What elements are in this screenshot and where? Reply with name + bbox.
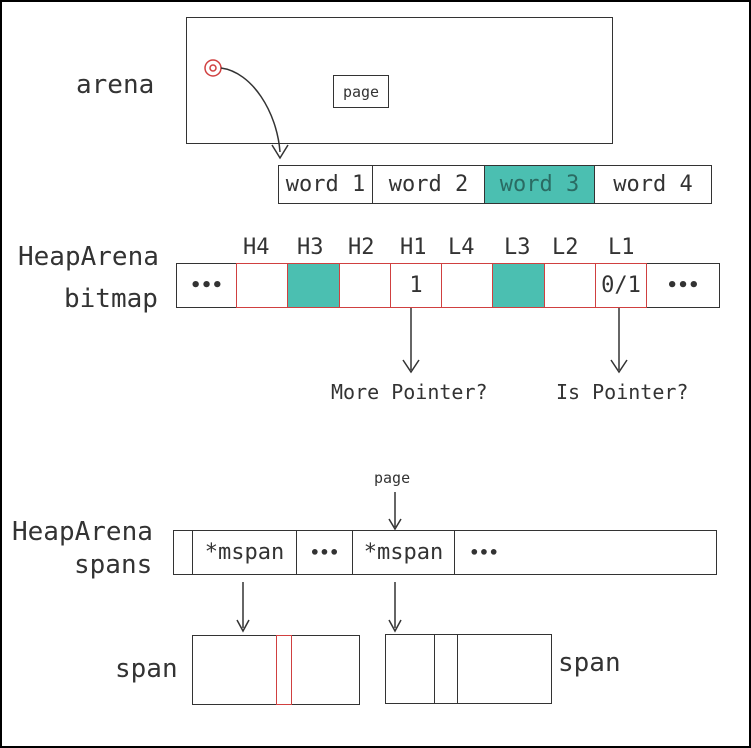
spans-label-line2: spans — [74, 550, 153, 580]
arena-page-box: page — [333, 75, 389, 108]
mspan-arrow-right-head — [388, 619, 402, 633]
bitmap-cell-l1: 0/1 — [595, 263, 647, 308]
target-marker-icon — [204, 59, 222, 77]
spans-ellipsis-2: ••• — [454, 530, 514, 575]
word-label: word 1 — [285, 172, 366, 197]
curved-arrow — [220, 67, 281, 153]
bitmap-header: H1 — [400, 235, 427, 260]
mspan-label: *mspan — [363, 540, 444, 565]
bitmap-header: L4 — [448, 235, 475, 260]
mspan-arrow-left-head — [236, 619, 250, 633]
span-label-right: span — [558, 648, 621, 678]
bitmap-header: H3 — [297, 235, 324, 260]
annotation-is-pointer: Is Pointer? — [556, 380, 689, 404]
arena-label: arena — [76, 70, 155, 100]
word-label: word 2 — [388, 172, 469, 197]
ellipsis-text: ••• — [310, 543, 339, 562]
bitmap-header: H2 — [348, 235, 375, 260]
is-pointer-arrow-head — [610, 359, 628, 374]
curved-arrow-head — [271, 144, 289, 160]
span-label-left: span — [115, 654, 178, 684]
bitmap-header: L1 — [608, 235, 635, 260]
page-arrow-head — [388, 518, 402, 531]
span-box-right-divider — [434, 634, 458, 704]
ellipsis-text: ••• — [190, 275, 223, 296]
bitmap-cell-h3 — [287, 263, 340, 308]
spans-page-label: page — [374, 469, 411, 487]
mspan-label: *mspan — [204, 540, 285, 565]
arena-page-label: page — [342, 82, 380, 101]
bitmap-value: 1 — [409, 273, 423, 298]
arena-box — [186, 17, 613, 144]
bitmap-header: L2 — [552, 235, 579, 260]
target-marker-center — [209, 64, 217, 72]
spans-label-line1: HeapArena — [12, 517, 153, 547]
span-box-right — [385, 634, 552, 704]
bitmap-header: H4 — [243, 235, 270, 260]
word-cell-4: word 4 — [594, 165, 712, 204]
spans-cell-mspan-1: *mspan — [192, 530, 297, 575]
annotation-more-pointer: More Pointer? — [331, 380, 488, 404]
bitmap-label-line1: HeapArena — [18, 242, 159, 272]
word-cell-3-highlighted: word 3 — [484, 165, 595, 204]
more-pointer-arrow-head — [402, 359, 420, 374]
spans-ellipsis-1: ••• — [296, 530, 353, 575]
ellipsis-text: ••• — [469, 543, 499, 562]
spans-cell-mspan-2: *mspan — [352, 530, 455, 575]
bitmap-label-line2: bitmap — [64, 284, 158, 314]
word-cell-1: word 1 — [278, 165, 373, 204]
bitmap-value: 0/1 — [601, 273, 641, 298]
word-cell-2: word 2 — [372, 165, 485, 204]
word-label: word 4 — [613, 172, 693, 197]
bitmap-ellipsis-left: ••• — [176, 263, 237, 308]
bitmap-header: L3 — [504, 235, 531, 260]
word-label: word 3 — [499, 172, 580, 197]
span-box-left-marker — [276, 635, 292, 705]
bitmap-ellipsis-right: ••• — [646, 263, 720, 308]
ellipsis-text: ••• — [666, 275, 700, 296]
